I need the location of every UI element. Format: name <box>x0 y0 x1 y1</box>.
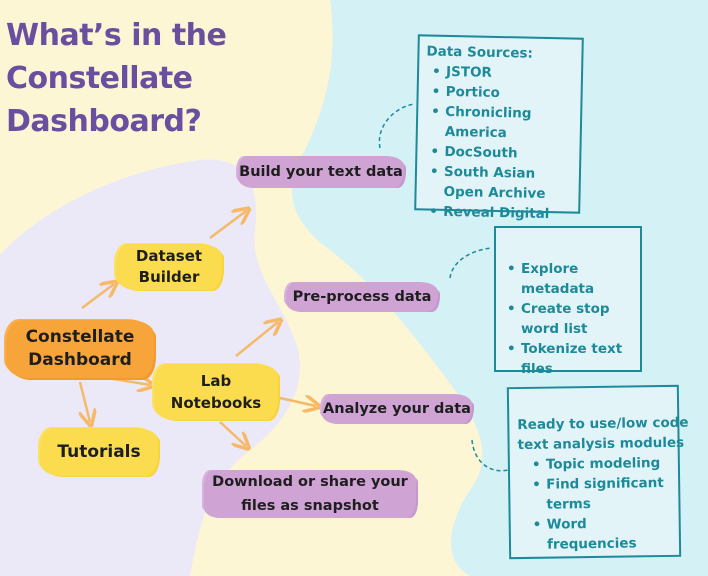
node-analyze-data: Analyze your data <box>322 394 472 424</box>
data-sources-box: Data Sources: JSTOR Portico Chronicling … <box>414 34 584 222</box>
node-preprocess-data: Pre-process data <box>286 282 438 312</box>
data-source-item: Reveal Digital <box>423 201 572 224</box>
node-dataset-builder: Dataset Builder <box>116 244 222 290</box>
node-download-share: Download or share your files as snapshot <box>204 470 416 518</box>
node-preprocess-data-label: Pre-process data <box>292 289 432 305</box>
node-build-text-data-label: Build your text data <box>239 164 403 180</box>
analyze-box: Ready to use/low code text analysis modu… <box>506 384 689 560</box>
node-lab-notebooks-label: Lab Notebooks <box>170 372 262 412</box>
data-source-item: Chronicling America <box>425 101 575 144</box>
node-build-text-data: Build your text data <box>238 156 404 188</box>
node-tutorials: Tutorials <box>40 428 158 476</box>
node-analyze-data-label: Analyze your data <box>323 401 471 417</box>
node-constellate-dashboard-label: Constellate Dashboard <box>25 327 135 370</box>
analyze-header-line-1: Ready to use/low code <box>517 414 689 434</box>
node-download-share-label: Download or share your files as snapshot <box>212 474 408 514</box>
analyze-header-line-2: text analysis modules <box>517 434 685 454</box>
node-dataset-builder-label: Dataset Builder <box>135 247 203 286</box>
analyze-item: Find significant terms <box>526 473 675 515</box>
preprocess-item: Tokenize text files <box>501 339 636 379</box>
node-lab-notebooks: Lab Notebooks <box>154 364 278 420</box>
title-line-3: Dashboard? <box>6 104 202 139</box>
title-line-1: What’s in the <box>6 18 227 53</box>
analyze-item: Topic modeling <box>526 453 674 475</box>
node-constellate-dashboard: Constellate Dashboard <box>6 320 154 378</box>
page-title: What’s in the Constellate Dashboard? <box>6 14 306 143</box>
data-source-item: South Asian Open Archive <box>423 161 573 204</box>
title-line-2: Constellate <box>6 61 193 96</box>
analyze-item: Word frequencies <box>527 513 676 555</box>
preprocess-item: Create stop word list <box>501 299 636 339</box>
preprocess-box: Explore metadata Create stop word list T… <box>494 226 642 377</box>
preprocess-item: Explore metadata <box>501 259 636 299</box>
node-tutorials-label: Tutorials <box>57 442 141 462</box>
